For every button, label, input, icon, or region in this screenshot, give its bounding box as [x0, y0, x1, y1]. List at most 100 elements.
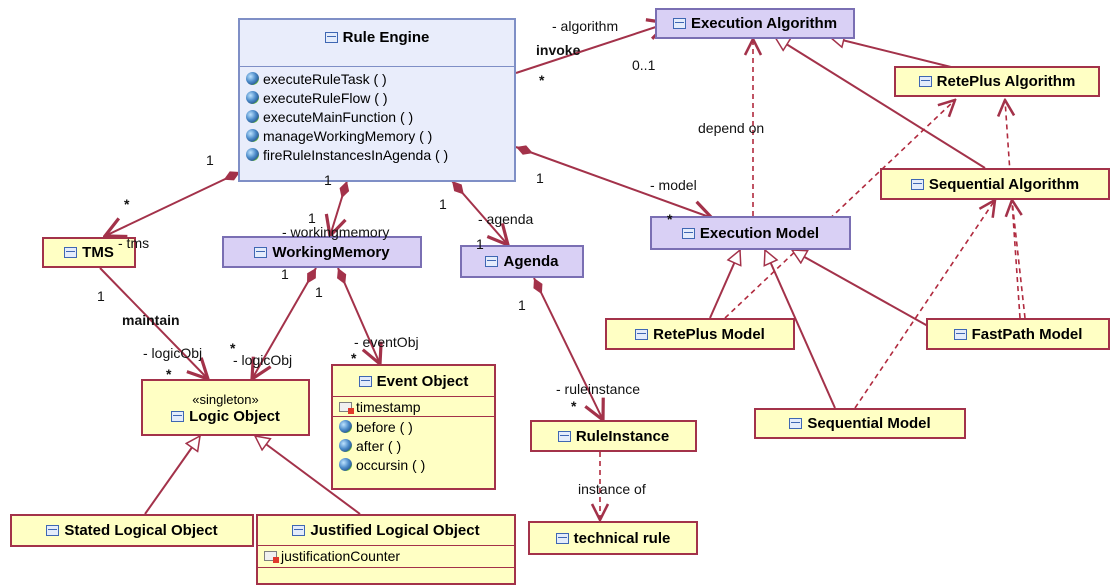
- class-event-object-header: Event Object: [333, 366, 494, 396]
- operation-row: executeRuleTask ( ): [240, 69, 514, 88]
- invoke-label: invoke: [536, 42, 581, 58]
- assoc-agenda: [451, 180, 508, 245]
- attribute-icon: [264, 550, 279, 563]
- class-logic-object[interactable]: «singleton» Logic Object: [141, 379, 310, 436]
- logicobj-wm-multiplicity: *: [230, 340, 236, 356]
- class-execution-algorithm[interactable]: Execution Algorithm: [655, 8, 855, 39]
- class-sequential-model[interactable]: Sequential Model: [754, 408, 966, 439]
- class-rule-engine[interactable]: Rule Engine executeRuleTask ( ) executeR…: [238, 18, 516, 182]
- class-sequential-algorithm-name: Sequential Algorithm: [928, 175, 1080, 193]
- class-icon: [910, 178, 924, 190]
- class-justified-logical-object-name: Justified Logical Object: [310, 522, 480, 539]
- class-working-memory-name: WorkingMemory: [272, 243, 390, 261]
- class-working-memory[interactable]: WorkingMemory: [222, 236, 422, 268]
- operation-icon: [339, 458, 352, 471]
- model-multiplicity-target: *: [667, 211, 673, 227]
- class-sequential-model-name: Sequential Model: [807, 415, 931, 432]
- class-technical-rule-header: technical rule: [530, 523, 696, 553]
- class-icon: [254, 246, 268, 258]
- assoc-workingmemory: [330, 180, 347, 236]
- class-agenda[interactable]: Agenda: [460, 245, 584, 278]
- maintain-multiplicity: 1: [97, 288, 105, 304]
- operation-icon: [246, 129, 259, 142]
- attribute-row: justificationCounter: [258, 546, 514, 565]
- logicobj-tms-multiplicity: *: [166, 366, 172, 382]
- operation-icon: [339, 439, 352, 452]
- wm-logicobj-multiplicity: 1: [281, 266, 289, 282]
- role-workingmemory-label: - workingmemory: [282, 224, 390, 240]
- class-justified-logical-object[interactable]: Justified Logical Object justificationCo…: [256, 514, 516, 585]
- operation-icon: [246, 72, 259, 85]
- class-icon: [789, 418, 803, 429]
- class-icon: [46, 525, 60, 536]
- class-execution-algorithm-name: Execution Algorithm: [690, 15, 838, 32]
- operation-row: executeMainFunction ( ): [240, 107, 514, 126]
- class-fastpath-model-header: FastPath Model: [928, 320, 1108, 348]
- class-tms-header: TMS: [44, 239, 134, 266]
- class-reteplus-algorithm[interactable]: RetePlus Algorithm: [894, 66, 1100, 97]
- role-logicobj-wm-label: - logicObj: [233, 352, 293, 368]
- operation-icon: [246, 91, 259, 104]
- assoc-agenda-ruleinstance: [533, 277, 603, 420]
- class-stated-logical-object[interactable]: Stated Logical Object: [10, 514, 254, 547]
- assoc-maintain: [99, 267, 208, 379]
- class-execution-algorithm-header: Execution Algorithm: [657, 10, 853, 37]
- class-rule-engine-name: Rule Engine: [342, 28, 430, 46]
- class-event-object[interactable]: Event Object timestamp before ( ) after …: [331, 364, 496, 490]
- class-fastpath-model[interactable]: FastPath Model: [926, 318, 1110, 350]
- class-execution-model[interactable]: Execution Model: [650, 216, 851, 250]
- class-event-object-name: Event Object: [376, 372, 469, 390]
- operation-label: executeMainFunction ( ): [263, 108, 414, 125]
- class-sequential-algorithm[interactable]: Sequential Algorithm: [880, 168, 1110, 200]
- role-eventobj-label: - eventObj: [354, 334, 419, 350]
- operation-icon: [339, 420, 352, 433]
- class-reteplus-model-header: RetePlus Model: [607, 320, 793, 348]
- class-icon: [681, 227, 695, 239]
- class-icon: [557, 430, 571, 442]
- class-rule-instance[interactable]: RuleInstance: [530, 420, 697, 452]
- class-justified-logical-object-header: Justified Logical Object: [258, 516, 514, 545]
- class-reteplus-algorithm-header: RetePlus Algorithm: [896, 68, 1098, 95]
- attribute-label: timestamp: [356, 398, 421, 415]
- assoc-invoke: [515, 23, 668, 74]
- class-icon: [292, 525, 306, 536]
- class-technical-rule-name: technical rule: [573, 529, 671, 547]
- class-stated-logical-object-name: Stated Logical Object: [64, 522, 218, 539]
- operation-row: fireRuleInstancesInAgenda ( ): [240, 145, 514, 164]
- operation-label: executeRuleFlow ( ): [263, 89, 388, 106]
- class-rule-engine-header: Rule Engine: [240, 20, 514, 54]
- class-agenda-header: Agenda: [462, 247, 582, 276]
- class-icon: [672, 18, 686, 29]
- class-icon: [555, 532, 569, 544]
- operation-label: before ( ): [356, 418, 413, 435]
- assoc-model: [515, 147, 712, 218]
- class-icon: [324, 31, 338, 43]
- operation-row: executeRuleFlow ( ): [240, 88, 514, 107]
- gen-stated-logical: [144, 436, 200, 515]
- stereotype-label: «singleton»: [192, 391, 259, 407]
- role-algorithm-label: - algorithm: [552, 18, 619, 34]
- eventobj-multiplicity: *: [351, 350, 357, 366]
- class-execution-model-name: Execution Model: [699, 224, 820, 242]
- class-icon: [918, 76, 932, 87]
- maintain-label: maintain: [122, 312, 180, 328]
- operation-label: manageWorkingMemory ( ): [263, 127, 433, 144]
- class-icon: [485, 256, 499, 267]
- role-tms-label: - tms: [118, 235, 150, 251]
- gen-sequential-alg: [775, 37, 986, 169]
- operation-label: executeRuleTask ( ): [263, 70, 387, 87]
- gen-fastpath-model: [792, 249, 936, 331]
- class-tms[interactable]: TMS: [42, 237, 136, 268]
- class-technical-rule[interactable]: technical rule: [528, 521, 698, 555]
- operation-row: manageWorkingMemory ( ): [240, 126, 514, 145]
- invoke-multiplicity: *: [539, 72, 545, 88]
- operation-label: after ( ): [356, 437, 402, 454]
- role-agenda-label: - agenda: [478, 211, 534, 227]
- class-fastpath-model-name: FastPath Model: [971, 325, 1083, 343]
- class-icon: [635, 328, 649, 340]
- class-rule-instance-name: RuleInstance: [575, 427, 670, 445]
- agenda-multiplicity-source: 1: [439, 196, 447, 212]
- class-reteplus-model[interactable]: RetePlus Model: [605, 318, 795, 350]
- class-stated-logical-object-header: Stated Logical Object: [12, 516, 252, 545]
